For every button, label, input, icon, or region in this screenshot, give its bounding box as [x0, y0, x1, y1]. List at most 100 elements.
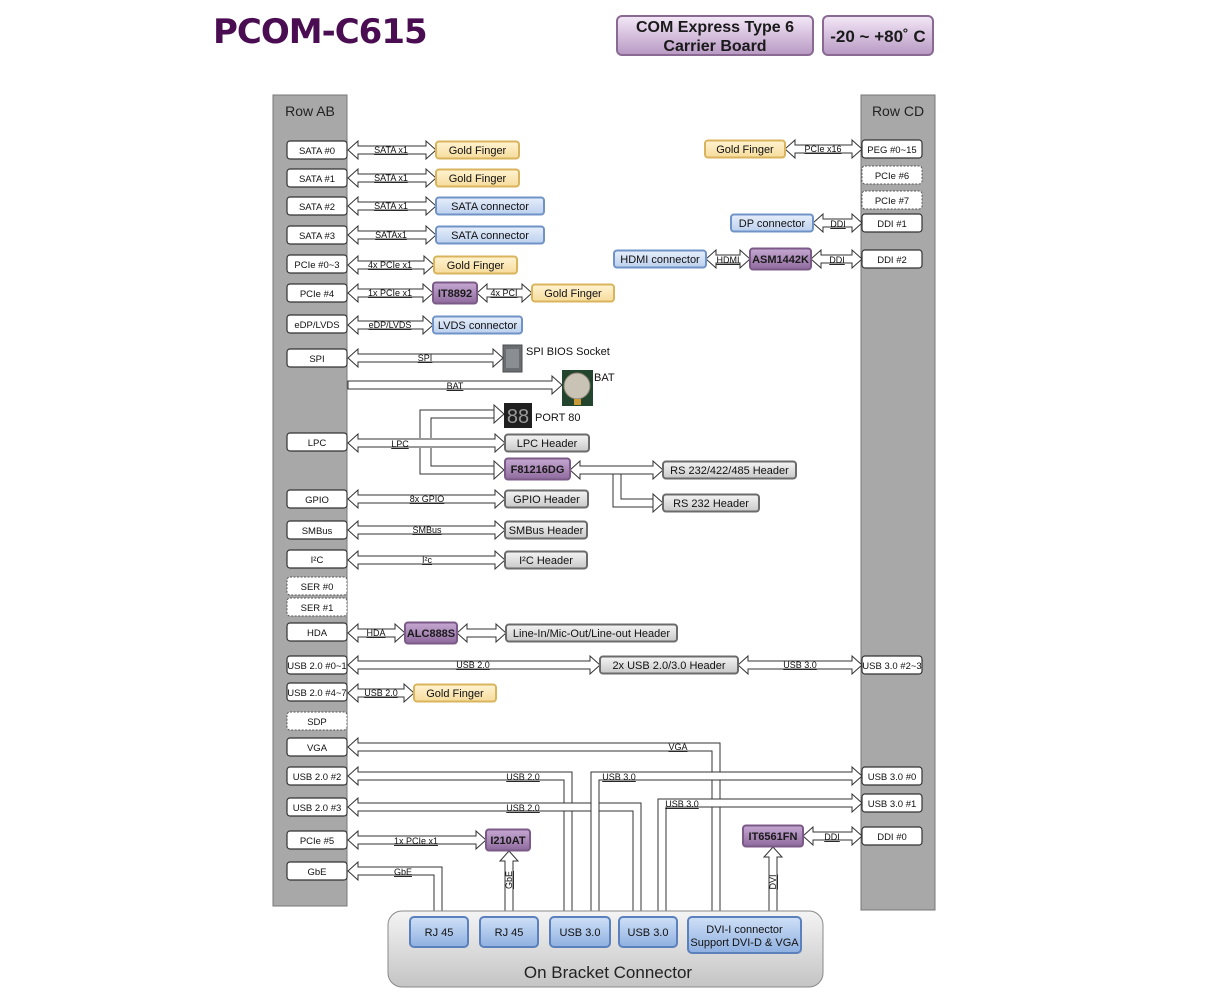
pin-pcie0-3: PCIe #0~3	[286, 254, 348, 274]
pin-hda: HDA	[286, 622, 348, 642]
sata-connector-2-block: SATA connector	[435, 196, 545, 216]
bus-label-i2c: I²c	[422, 555, 432, 565]
smbus-header-block: SMBus Header	[504, 520, 588, 540]
bus-label-usb20_a: USB 2.0	[456, 660, 490, 670]
bus-sata2	[347, 195, 437, 217]
bus-label-usb20_3: USB 2.0	[506, 803, 540, 813]
pin-gpio: GPIO	[286, 489, 348, 509]
block-label: RS 232/422/485 Header	[670, 465, 789, 477]
battery-label: BAT	[594, 372, 615, 384]
bus-label-gbe: GbE	[394, 867, 412, 877]
connector-label: RJ 45	[425, 927, 454, 939]
f81216dg-block: F81216DG	[504, 457, 571, 481]
bus-sata3	[347, 224, 437, 246]
bus-label-usb20_b: USB 2.0	[364, 688, 398, 698]
pin-usb20-0-1: USB 2.0 #0~1	[286, 655, 348, 675]
bus-pci	[476, 282, 533, 304]
block-label: SATA connector	[451, 201, 529, 213]
bus-label-ddi1: DDI	[830, 219, 846, 229]
pin-vga: VGA	[286, 737, 348, 757]
block-label: DP connector	[739, 218, 806, 230]
block-label: ALC888S	[407, 628, 455, 640]
bus-pcie5	[347, 829, 487, 851]
block-label: SMBus Header	[509, 525, 584, 537]
spi-bios-socket-label: SPI BIOS Socket	[526, 346, 610, 358]
pin-ser0: SER #0	[286, 576, 348, 596]
block-label: Gold Finger	[449, 145, 507, 157]
sata-connector-3-block: SATA connector	[435, 225, 545, 245]
bus-bat	[347, 374, 563, 396]
pin-i2c: I²C	[286, 549, 348, 569]
block-label: F81216DG	[511, 464, 565, 476]
bus-pcie4	[347, 282, 434, 304]
pin-usb20-3: USB 2.0 #3	[286, 797, 348, 817]
pin-label: SER #1	[301, 603, 334, 614]
bus-label-pcie5: 1x PCIe x1	[394, 836, 438, 846]
bus-label-edp: eDP/LVDS	[369, 320, 412, 330]
pin-peg0-15: PEG #0~15	[861, 139, 923, 159]
block-label: Gold Finger	[544, 288, 602, 300]
port80-display: 88 PORT 80	[504, 403, 580, 428]
lvds-connector-block: LVDS connector	[432, 315, 523, 335]
pin-usb20-4-7: USB 2.0 #4~7	[286, 682, 348, 702]
block-label: I²C Header	[519, 555, 573, 567]
alc888s-block: ALC888S	[404, 621, 458, 645]
seven-segment-display-icon	[504, 403, 532, 428]
dp-connector-block: DP connector	[730, 213, 814, 233]
bus-ddi0	[802, 825, 863, 847]
bus-usb30-2-3	[737, 654, 863, 676]
pin-usb30-2-3: USB 3.0 #2~3	[861, 655, 923, 675]
block-label: LVDS connector	[438, 320, 518, 332]
connector-label: RJ 45	[495, 927, 524, 939]
bus-usb20-4-7	[347, 682, 415, 704]
pin-ddi2: DDI #2	[861, 249, 923, 269]
bus-label-pcie0_3: 4x PCIe x1	[368, 260, 412, 270]
pin-pcie4: PCIe #4	[286, 283, 348, 303]
asm1442k-block: ASM1442K	[749, 247, 812, 271]
pin-label: USB 3.0 #0	[868, 772, 917, 783]
spi-bios-socket: SPI BIOS Socket	[502, 344, 610, 373]
bus-label-usb20_2: USB 2.0	[506, 772, 540, 782]
bus-label-sata3: SATAx1	[375, 230, 407, 240]
gold-finger-pci-block: Gold Finger	[531, 283, 615, 303]
svg-text:88: 88	[507, 406, 529, 428]
pin-sata2: SATA #2	[286, 196, 348, 216]
gold-finger-sata0-block: Gold Finger	[435, 140, 520, 160]
block-label: 2x USB 2.0/3.0 Header	[612, 660, 725, 672]
block-label: RS 232 Header	[673, 498, 749, 510]
pin-label: SDP	[307, 717, 327, 728]
gold-finger-usb-block: Gold Finger	[413, 683, 497, 703]
pin-label: SATA #0	[299, 146, 335, 157]
it6561fn-block: IT6561FN	[742, 824, 804, 848]
gold-finger-sata1-block: Gold Finger	[435, 168, 520, 188]
pin-label: USB 2.0 #2	[293, 772, 342, 783]
bus-ddi1	[812, 212, 863, 234]
bus-label-hda: HDA	[366, 628, 385, 638]
bus-label-gbe_v: GbE	[504, 871, 514, 889]
port80-label: PORT 80	[535, 412, 580, 424]
bus-usb30-1	[651, 792, 863, 922]
form-factor-badge: COM Express Type 6 Carrier Board	[616, 15, 814, 56]
pin-smbus: SMBus	[286, 520, 348, 540]
bus-label-vga: VGA	[668, 742, 687, 752]
bus-hda	[347, 622, 406, 644]
bus-label-pci: 4x PCI	[490, 288, 517, 298]
bus-smbus	[347, 519, 506, 541]
pin-label: SATA #2	[299, 202, 335, 213]
bus-sata0	[347, 139, 437, 161]
battery: BAT	[562, 370, 615, 406]
bus-label-peg: PCIe x16	[804, 144, 841, 154]
line-in-header-block: Line-In/Mic-Out/Line-out Header	[505, 623, 678, 643]
bus-f81216dg-rs	[569, 459, 664, 481]
bus-label-usb30_0: USB 3.0	[602, 772, 636, 782]
pin-label: eDP/LVDS	[294, 320, 339, 331]
pin-edp-lvds: eDP/LVDS	[286, 314, 348, 334]
block-label: Gold Finger	[449, 173, 507, 185]
connector-label: USB 3.0	[560, 927, 601, 939]
pin-label: PCIe #6	[875, 171, 909, 182]
on-bracket-connector-label: On Bracket Connector	[524, 963, 693, 982]
bus-usb30-0	[584, 765, 863, 922]
block-label: I210AT	[490, 835, 526, 847]
